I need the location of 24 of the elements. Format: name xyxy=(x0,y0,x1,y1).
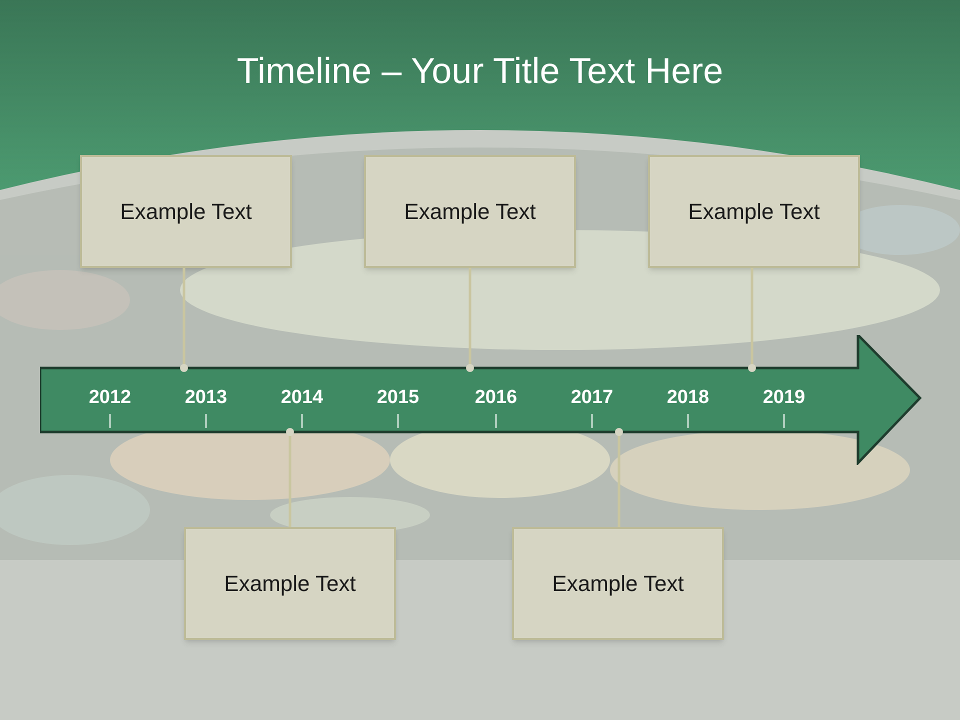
leader-line xyxy=(180,268,188,372)
leader-line xyxy=(466,268,474,372)
title: Timeline – Your Title Text Here xyxy=(236,49,724,93)
year-label: 2017 xyxy=(570,388,614,407)
text-box xyxy=(80,155,292,268)
leader-line xyxy=(286,428,294,527)
year-label: 2014 xyxy=(280,388,324,407)
year-label: 2019 xyxy=(762,388,806,407)
year-label: 2016 xyxy=(474,388,518,407)
leader-line xyxy=(748,268,756,372)
text-box xyxy=(648,155,860,268)
text-box xyxy=(184,527,396,640)
box-text: Example Text xyxy=(688,198,820,226)
text-box xyxy=(512,527,724,640)
year-label: 2018 xyxy=(666,388,710,407)
year-label: 2012 xyxy=(88,388,132,407)
box-text: Example Text xyxy=(404,198,536,226)
box-text: Example Text xyxy=(552,570,684,598)
leader-line xyxy=(615,428,623,527)
year-label: 2013 xyxy=(184,388,228,407)
box-text: Example Text xyxy=(224,570,356,598)
year-label: 2015 xyxy=(376,388,420,407)
text-box xyxy=(364,155,576,268)
box-text: Example Text xyxy=(120,198,252,226)
